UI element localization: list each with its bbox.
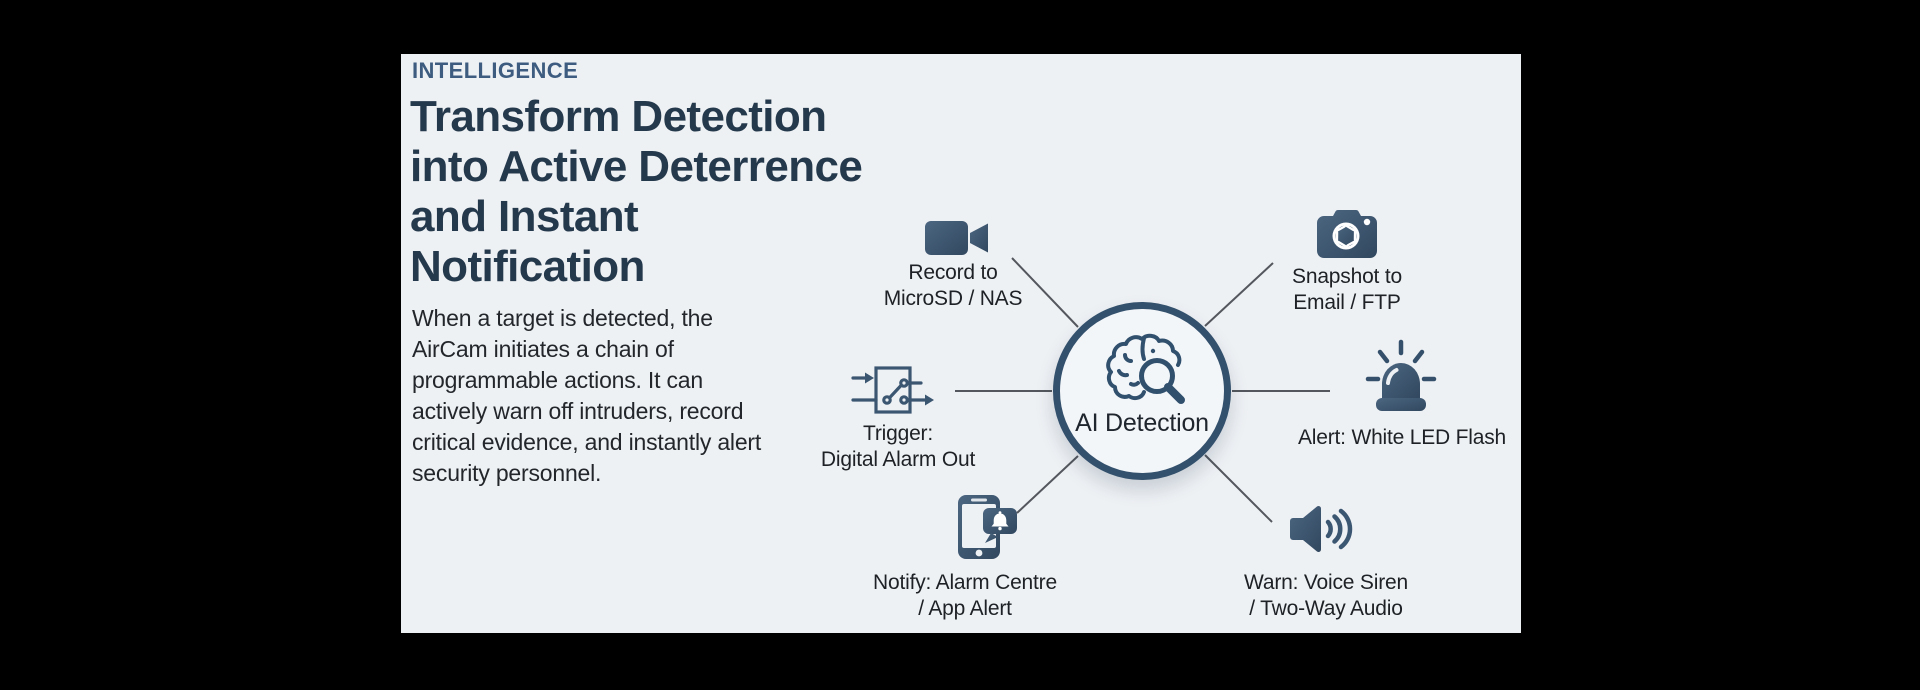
heading-line: into Active Deterrence [410,142,863,191]
paragraph-line: critical evidence, and instantly alert [412,429,762,455]
snapshot-label: Snapshot to Email / FTP [1247,264,1447,316]
paragraph-line: AirCam initiates a chain of [412,336,674,362]
warn-label: Warn: Voice Siren / Two-Way Audio [1226,570,1426,622]
section-heading: Transform Detection into Active Deterren… [410,92,863,292]
photo-camera-icon [1317,210,1377,258]
notify-label: Notify: Alarm Centre / App Alert [865,570,1065,622]
heading-line: Notification [410,242,645,291]
trigger-label: Trigger: Digital Alarm Out [798,421,998,473]
section-eyebrow: INTELLIGENCE [412,58,579,83]
paragraph-line: programmable actions. It can [412,367,703,393]
brain-magnifier-icon [1106,333,1185,404]
notify-label-line: / App Alert [918,597,1012,620]
intelligence-section: INTELLIGENCE Transform Detection into Ac… [401,54,1521,633]
alert-label-line: Alert: White LED Flash [1298,426,1506,449]
alert-label: Alert: White LED Flash [1280,425,1524,451]
snapshot-label-line: Snapshot to [1292,265,1402,288]
notify-label-line: Notify: Alarm Centre [873,571,1057,594]
record-label-line: Record to [908,261,998,284]
section-paragraph: When a target is detected, the AirCam in… [412,303,761,489]
paragraph-line: When a target is detected, the [412,305,713,331]
paragraph-line: actively warn off intruders, record [412,398,744,424]
ai-detection-label: AI Detection [1075,409,1209,437]
relay-output-icon [851,366,934,414]
snapshot-label-line: Email / FTP [1293,291,1401,314]
warn-label-line: Warn: Voice Siren [1244,571,1408,594]
record-label-line: MicroSD / NAS [883,287,1023,310]
ai-detection-hub: AI Detection [1053,302,1231,480]
heading-line: Transform Detection [410,92,827,141]
heading-line: and Instant [410,192,639,241]
trigger-label-line: Trigger: [863,422,933,445]
connector-lines [955,257,1330,523]
paragraph-line: security personnel. [412,460,602,486]
video-camera-icon [925,221,988,255]
record-label: Record to MicroSD / NAS [853,260,1053,312]
siren-beacon-icon [1365,339,1437,411]
phone-notification-icon [958,495,1017,559]
warn-label-line: / Two-Way Audio [1249,597,1403,620]
trigger-label-line: Digital Alarm Out [820,448,976,471]
speaker-audio-icon [1290,506,1353,552]
